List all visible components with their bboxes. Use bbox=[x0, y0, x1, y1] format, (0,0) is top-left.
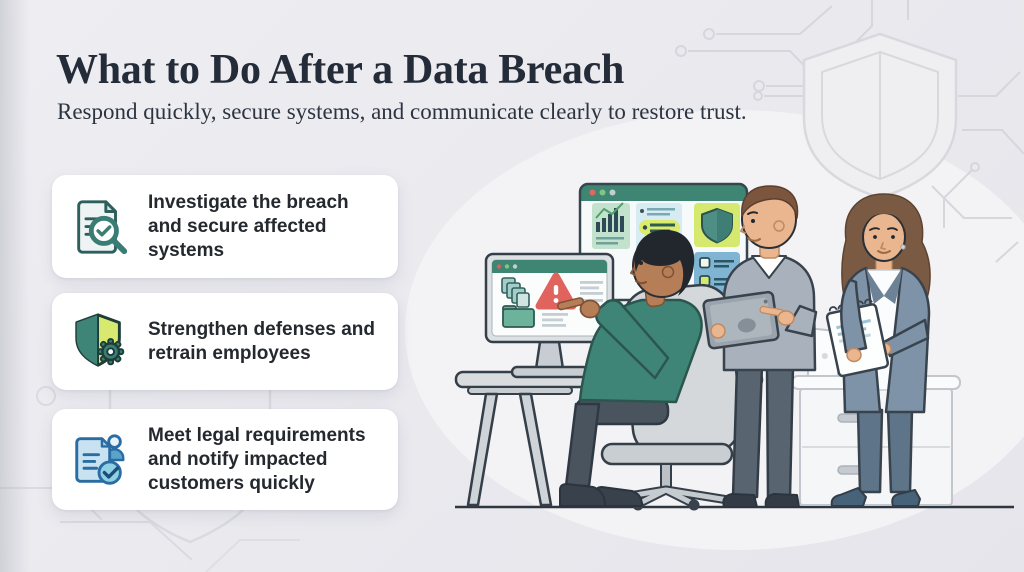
dashboard-shield-panel bbox=[694, 203, 740, 247]
step-card-notify: Meet legal requirements and notify impac… bbox=[52, 409, 398, 510]
page-subtitle: Respond quickly, secure systems, and com… bbox=[57, 99, 747, 124]
dashboard-chart-panel bbox=[592, 202, 630, 249]
standing-man-with-tablet bbox=[702, 185, 818, 508]
warning-triangle-icon bbox=[535, 272, 577, 310]
seated-analyst bbox=[557, 229, 703, 507]
folder-icon bbox=[502, 305, 535, 328]
document-magnifier-check-icon bbox=[77, 199, 128, 254]
step-label: Meet legal requirements and notify impac… bbox=[148, 424, 366, 494]
standing-woman-with-notepad bbox=[825, 193, 931, 507]
step-label: Strengthen defenses and retrain employee… bbox=[148, 318, 375, 364]
step-card-investigate: Investigate the breach and secure affect… bbox=[52, 175, 398, 278]
step-card-strengthen: Strengthen defenses and retrain employee… bbox=[52, 293, 398, 390]
earring bbox=[900, 244, 906, 250]
document-person-check-icon bbox=[75, 433, 125, 485]
shield-gear-icon bbox=[75, 312, 125, 367]
step-label: Investigate the breach and secure affect… bbox=[148, 191, 349, 261]
page-title: What to Do After a Data Breach bbox=[56, 47, 625, 93]
files-stack-icon bbox=[501, 277, 530, 308]
